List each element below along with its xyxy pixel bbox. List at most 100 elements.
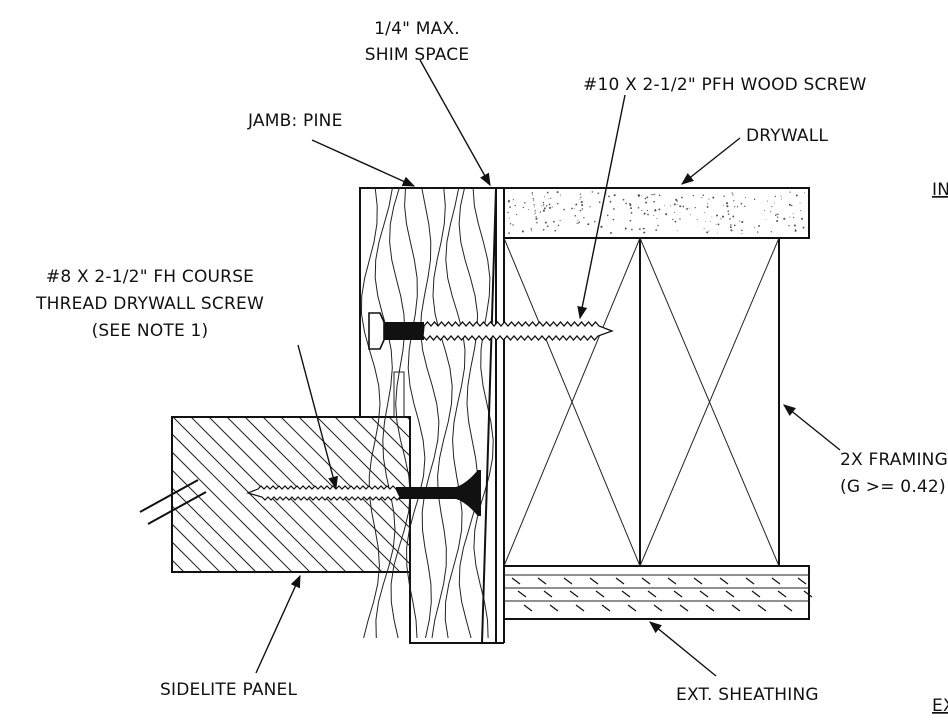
drywall-speck	[587, 223, 590, 226]
drywall-speck	[739, 220, 741, 222]
drywall-speck	[665, 213, 668, 216]
drywall-speck	[720, 218, 722, 220]
drywall-speck	[548, 203, 551, 206]
drywall-speck	[789, 191, 791, 193]
drywall-speck	[534, 210, 536, 212]
drywall-speck	[790, 204, 793, 207]
drywall-speck	[801, 217, 803, 220]
drywall-speck	[689, 214, 691, 216]
sheathing-mark	[627, 604, 637, 612]
drywall-speck	[643, 231, 646, 234]
framing-label-line1: 2X FRAMING	[840, 450, 948, 470]
shim-leader	[419, 59, 491, 187]
jamb-leader	[311, 139, 416, 187]
drywall-speck	[794, 229, 797, 232]
panel-hatch-line	[172, 433, 311, 572]
drywall-speck	[753, 198, 756, 201]
sheathing-mark	[641, 577, 651, 585]
sheathing-mark	[569, 590, 579, 598]
drywall-speck	[624, 227, 627, 230]
drywall-leader	[681, 137, 741, 185]
drywall-speck	[664, 204, 666, 206]
drywall-speck	[646, 209, 649, 212]
drywall-speck	[535, 217, 538, 220]
jamb-pine	[359, 187, 497, 644]
drywall-speck	[754, 226, 756, 228]
drywall-speck	[788, 203, 791, 206]
drywall-speck	[793, 224, 796, 227]
drywall-speck	[514, 204, 516, 207]
drywall-speck	[745, 197, 747, 199]
drywall-speck	[780, 198, 782, 200]
drywall-speck	[729, 218, 731, 220]
drywall-speck	[727, 213, 730, 215]
drywall-speck	[557, 224, 560, 227]
drywall-speck	[656, 218, 658, 220]
panel-hatch-line	[0, 417, 130, 572]
drywall-speck	[631, 228, 633, 231]
drywall-speck	[642, 227, 645, 230]
drywall-speck	[688, 207, 690, 209]
ext-sheathing	[503, 565, 813, 620]
drywall-speck	[692, 194, 694, 197]
drywall-speck	[512, 224, 514, 226]
drywall-speck	[597, 192, 600, 195]
drywall-speck	[654, 193, 656, 195]
panel-hatch-line	[334, 417, 410, 493]
drywall-speck	[643, 212, 646, 215]
drywall-speck	[732, 215, 735, 218]
drywall-speck	[736, 206, 739, 208]
drywall-speck	[783, 217, 786, 220]
drywall-speck	[542, 201, 545, 204]
drywall-speck	[658, 194, 661, 197]
drywall-speck	[605, 192, 607, 194]
sheathing-leader	[649, 621, 717, 677]
drywall-speck	[673, 203, 676, 206]
drywall-speck	[542, 228, 545, 231]
drywall-speck	[774, 195, 777, 198]
drywall-speck	[583, 217, 585, 219]
drywall-speck	[792, 213, 794, 215]
drywall-speck	[613, 208, 615, 210]
shim-label-line2: SHIM SPACE	[365, 45, 470, 65]
drywall-speck	[542, 209, 545, 212]
sheathing-mark	[621, 590, 631, 598]
sheathing-mark	[725, 590, 735, 598]
panel-hatch-line	[172, 417, 329, 572]
drywall-speck	[676, 229, 678, 231]
drywall-speck	[741, 233, 743, 235]
drywall-speck	[765, 219, 767, 220]
drywall-speck	[542, 204, 545, 206]
drywall-speck	[653, 215, 655, 217]
drywall-speck	[708, 230, 710, 232]
sheathing-mark	[679, 604, 689, 612]
framing-label-line2: (G >= 0.42)	[840, 477, 946, 497]
drywall-speck	[708, 198, 710, 200]
drywall-speck	[696, 218, 698, 221]
wood-screw-label: #10 X 2-1/2" PFH WOOD SCREW	[583, 75, 867, 95]
drywall-speck	[717, 232, 718, 234]
sheathing-mark	[803, 590, 813, 598]
drywall-speck	[705, 221, 707, 223]
drywall-speck	[610, 232, 612, 234]
panel-hatch-line	[0, 417, 112, 572]
drywall-speck	[591, 191, 594, 193]
jamb-grain-line	[360, 188, 381, 639]
drywall-speck	[508, 232, 510, 234]
drywall-speck	[725, 202, 729, 205]
drywall-speck	[630, 212, 633, 214]
drywall-speck	[675, 198, 678, 201]
drywall-speck	[676, 200, 678, 202]
sidelite-label: SIDELITE PANEL	[160, 680, 298, 700]
drywall-screw-leader	[297, 344, 338, 490]
drywall-speck	[730, 224, 732, 226]
drywall-speck	[579, 209, 582, 212]
drywall-speck	[556, 191, 559, 194]
sheathing-mark	[705, 604, 715, 612]
drywall-speck	[544, 221, 547, 224]
drywall	[503, 187, 810, 239]
jamb-grain-line	[431, 188, 453, 639]
drywall-speck	[712, 196, 715, 199]
drywall-speck	[637, 194, 640, 197]
drywall-speck	[580, 201, 583, 204]
